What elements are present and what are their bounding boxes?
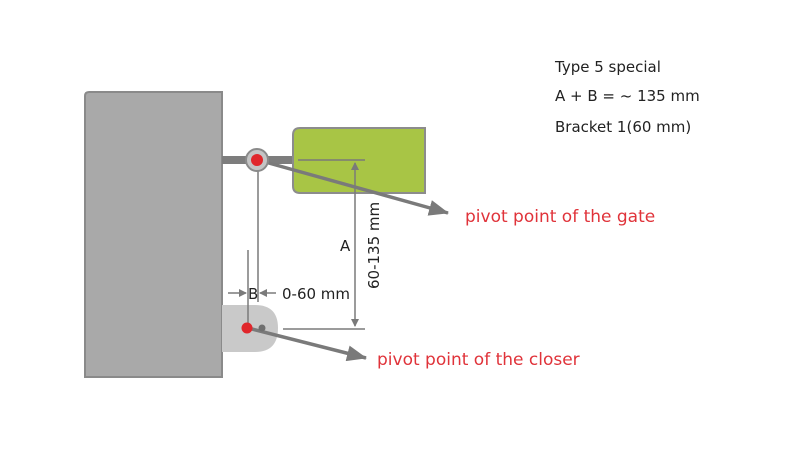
dimension-b-label: B [248, 285, 258, 303]
closer-pivot-arrow [247, 326, 367, 362]
info-type: Type 5 special [554, 58, 661, 76]
info-formula: A + B = ~ 135 mm [555, 87, 700, 105]
closer-pivot-point [241, 322, 266, 334]
dimension-a-label: A [340, 237, 351, 255]
dimension-a-range: 60-135 mm [365, 202, 383, 289]
dimension-b-range: 0-60 mm [282, 285, 350, 303]
gate-pivot-label: pivot point of the gate [465, 207, 655, 227]
gate-pivot-arrow [257, 158, 449, 216]
wall-post [84, 91, 223, 378]
info-bracket: Bracket 1(60 mm) [555, 118, 691, 136]
closer-pivot-label: pivot point of the closer [377, 350, 580, 370]
gate-pivot-point [245, 148, 269, 172]
